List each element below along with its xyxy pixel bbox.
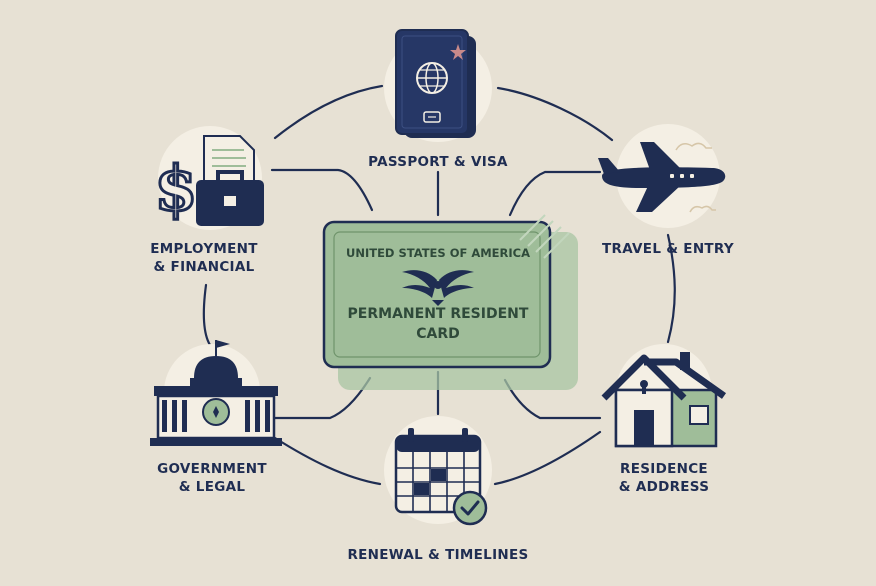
cloud-icons [675,142,716,213]
government-label: Government & Legal [132,460,292,496]
employment-node: $ [153,126,264,230]
airplane-icon [598,142,726,212]
government-label-line2: & Legal [178,479,246,495]
employment-label: Employment & Financial [124,240,284,276]
residence-node [601,344,727,448]
passport-label: Passport & Visa [368,154,508,170]
capitol-building-icon [150,340,282,446]
residence-label-line1: Residence [620,461,708,477]
government-label-line1: Government [157,461,267,477]
card-title-line1: Permanent Resident [347,306,529,322]
renewal-node [384,416,492,526]
briefcase-dollar-icon: $ [153,135,264,227]
residence-label-line2: & Address [618,479,710,495]
card-title-line2: Card [416,326,460,342]
employment-label-line1: Employment [150,241,258,257]
travel-label: Travel & Entry [602,241,734,257]
calendar-icon [394,428,488,526]
card-country-text: United States of America [345,246,531,260]
house-icon [601,352,727,448]
passport-node [384,29,492,142]
travel-node [598,124,726,228]
svg-text:$: $ [154,152,197,225]
permanent-resident-card [322,214,578,390]
government-node [150,340,282,446]
residence-label: Residence & Address [584,460,744,496]
renewal-label: Renewal & Timelines [347,547,529,563]
passport-icon [395,29,476,138]
connector-ring [202,84,676,486]
employment-label-line2: & Financial [153,259,255,275]
eagle-emblem-icon [402,270,474,306]
